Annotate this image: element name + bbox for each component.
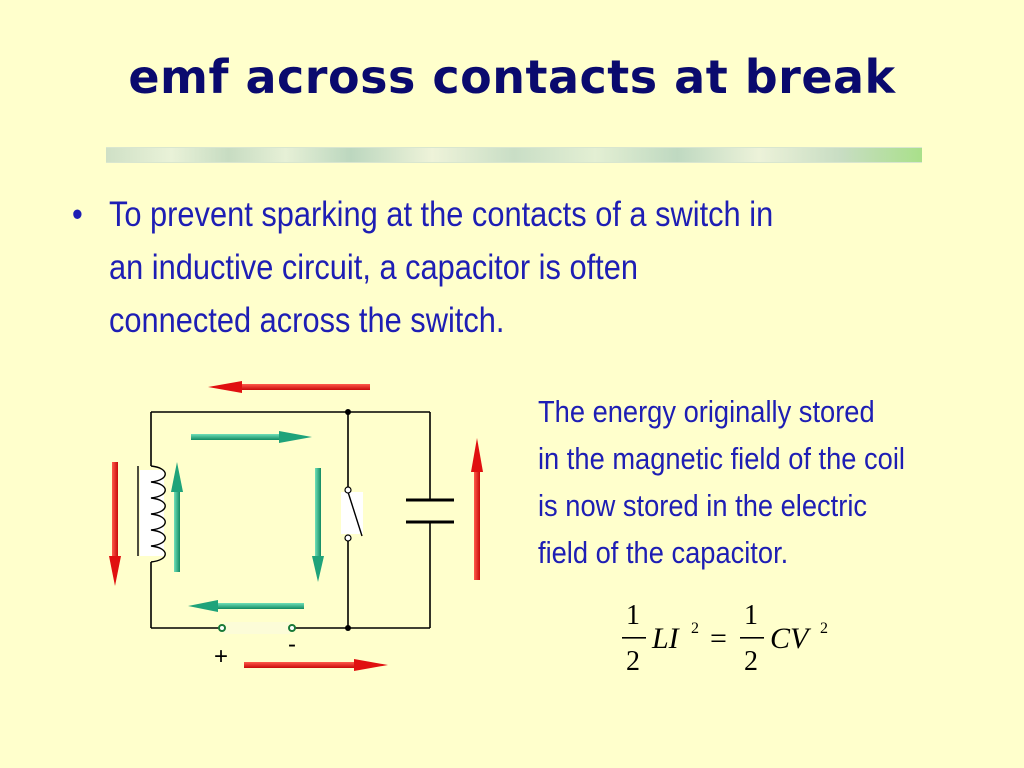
- energy-line-4: field of the capacitor.: [538, 535, 789, 570]
- inductor-coil: [137, 465, 166, 563]
- left-numerator: 1: [626, 600, 640, 631]
- red-arrow-top: [208, 381, 370, 393]
- switch: [341, 486, 363, 542]
- positive-terminal: [218, 624, 226, 632]
- capacitor: [406, 498, 454, 524]
- green-arrow-right-down: [312, 468, 324, 582]
- energy-line-3: is now stored in the electric: [538, 488, 868, 523]
- supply-gap: [224, 622, 290, 634]
- green-arrow-left-up: [171, 462, 183, 572]
- energy-explanation: The energy originally stored in the magn…: [538, 388, 905, 576]
- negative-terminal: [288, 624, 296, 632]
- bullet-text: To prevent sparking at the contacts of a…: [109, 188, 954, 347]
- junction-dot: [345, 625, 351, 631]
- slide-title: emf across contacts at break: [128, 50, 896, 104]
- right-fraction-bar: [740, 637, 764, 639]
- green-arrow-top: [191, 431, 312, 443]
- right-denominator: 2: [744, 646, 758, 677]
- circuit-wires: [150, 411, 431, 629]
- left-denominator: 2: [626, 646, 640, 677]
- left-fraction-bar: [622, 637, 646, 639]
- left-exponent: 2: [691, 620, 699, 637]
- energy-line-1: The energy originally stored: [538, 394, 875, 429]
- bullet-line-1: To prevent sparking at the contacts of a…: [108, 195, 774, 234]
- red-arrow-bottom: [244, 659, 388, 671]
- title-divider: [106, 147, 922, 163]
- right-exponent: 2: [820, 620, 828, 637]
- green-arrow-bottom: [188, 600, 304, 612]
- right-numerator: 1: [744, 600, 758, 631]
- left-term: LI: [652, 622, 679, 655]
- red-arrow-left-down: [109, 462, 121, 586]
- red-arrow-right-up: [471, 438, 483, 580]
- junction-dot: [345, 409, 351, 415]
- bullet-line-3: connected across the switch.: [108, 301, 505, 340]
- right-term: CV: [770, 622, 809, 655]
- plus-label: +: [214, 643, 228, 670]
- energy-line-2: in the magnetic field of the coil: [538, 441, 905, 476]
- equals-sign: =: [710, 622, 727, 655]
- energy-equation: 1 2 LI 2 = 1 2 CV 2: [614, 596, 844, 696]
- bullet-line-2: an inductive circuit, a capacitor is oft…: [108, 248, 638, 287]
- bullet-symbol: •: [72, 195, 83, 234]
- minus-label: -: [288, 631, 296, 658]
